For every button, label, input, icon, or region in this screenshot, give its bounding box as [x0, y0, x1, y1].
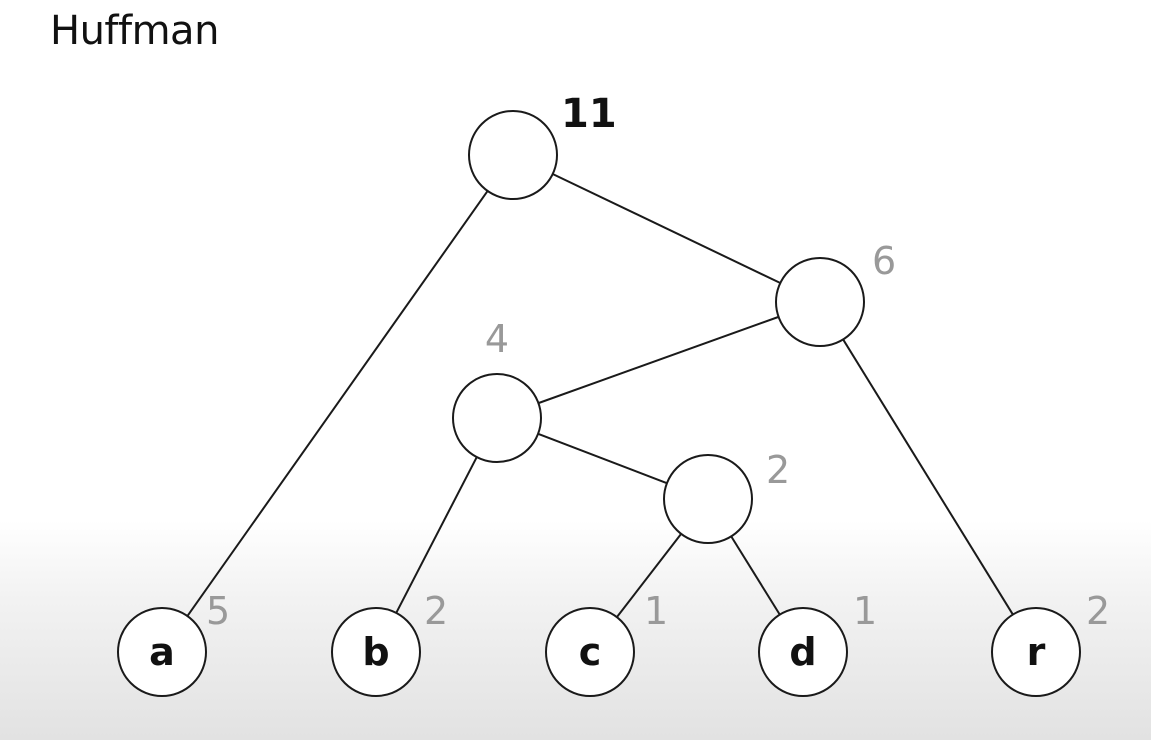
weight-label-n6: 6 [872, 239, 896, 283]
edge-n4-b [395, 456, 478, 614]
node-n4: 4 [452, 317, 542, 463]
leaf-label-a: a [149, 630, 175, 674]
weight-label-r: 2 [1086, 589, 1110, 633]
weight-label-n2: 2 [766, 448, 790, 492]
weight-label-root: 11 [561, 91, 617, 137]
node-circle-n4 [452, 373, 542, 463]
edge-n2-d [730, 535, 781, 616]
node-c: c1 [545, 589, 668, 697]
node-circle-root [468, 110, 558, 200]
edge-n6-r [842, 338, 1014, 616]
edge-n4-n2 [537, 432, 668, 485]
node-root: 11 [468, 91, 617, 200]
node-b: b2 [331, 589, 448, 697]
weight-label-n4: 4 [485, 317, 509, 361]
node-circle-a [117, 607, 207, 697]
node-n2: 2 [663, 448, 790, 544]
leaf-label-d: d [789, 630, 816, 674]
weight-label-b: 2 [424, 589, 448, 633]
edge-n6-n4 [538, 315, 779, 405]
node-r: r2 [991, 589, 1110, 697]
node-circle-n2 [663, 454, 753, 544]
node-circle-b [331, 607, 421, 697]
weight-label-a: 5 [206, 589, 230, 633]
edge-root-n6 [552, 173, 781, 284]
edge-n2-c [616, 533, 682, 618]
page-title: Huffman [50, 8, 219, 54]
node-circle-c [545, 607, 635, 697]
edge-root-a [186, 190, 489, 617]
leaf-label-c: c [579, 630, 602, 674]
weight-label-d: 1 [853, 589, 877, 633]
node-d: d1 [758, 589, 877, 697]
node-a: a5 [117, 589, 230, 697]
tree-edges [186, 173, 1014, 618]
leaf-label-r: r [1027, 630, 1046, 674]
node-circle-n6 [775, 257, 865, 347]
node-circle-r [991, 607, 1081, 697]
leaf-label-b: b [362, 630, 389, 674]
weight-label-c: 1 [644, 589, 668, 633]
node-n6: 6 [775, 239, 896, 347]
node-circle-d [758, 607, 848, 697]
